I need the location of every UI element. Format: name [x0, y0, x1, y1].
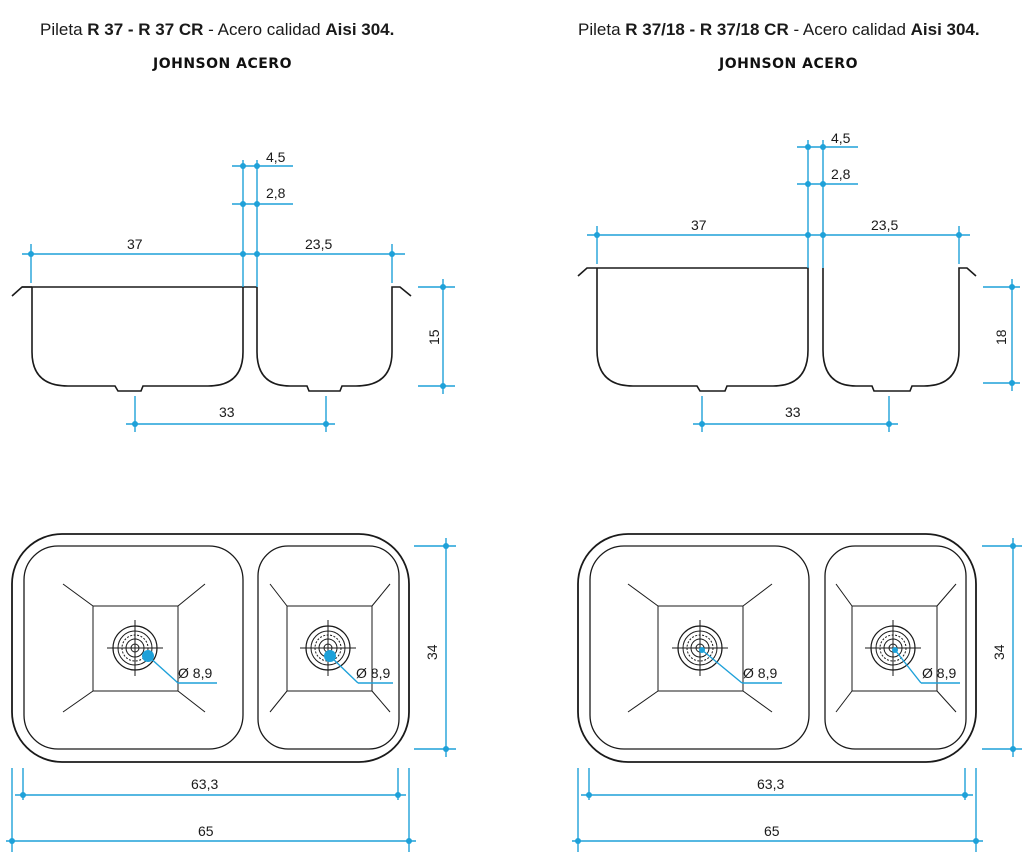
left-dim-drain-d1: Ø 8,9 — [178, 665, 212, 681]
left-dim-big-bowl: 37 — [127, 236, 143, 252]
left-dim-small-bowl: 23,5 — [305, 236, 332, 252]
right-dim-drain-d2: Ø 8,9 — [922, 665, 956, 681]
left-title-model: R 37 - R 37 CR — [87, 20, 204, 39]
right-dim-outer-width: 65 — [764, 823, 780, 839]
left-dim-outer-width: 65 — [198, 823, 214, 839]
right-section-dims: 4,5 2,8 37 23,5 18 33 — [587, 130, 1020, 432]
right-dim-drain-spacing: 33 — [785, 404, 801, 420]
left-dim-drain-spacing: 33 — [219, 404, 235, 420]
right-dim-inner-width: 63,3 — [757, 776, 784, 792]
left-dim-divider: 2,8 — [266, 185, 286, 201]
right-brand: JOHNSON ACERO — [719, 56, 858, 72]
right-dim-drain-d1: Ø 8,9 — [743, 665, 777, 681]
right-title-model: R 37/18 - R 37/18 CR — [625, 20, 789, 39]
right-title-mid: - Acero calidad — [788, 20, 911, 39]
left-title-mid: - Acero calidad — [203, 20, 326, 39]
left-section-dims: 4,5 2,8 37 23,5 15 33 — [22, 149, 455, 432]
left-title: Pileta R 37 - R 37 CR - Acero calidad Ai… — [40, 20, 394, 40]
left-dim-top-gap: 4,5 — [266, 149, 286, 165]
left-section-view — [11, 286, 412, 392]
left-dim-height: 34 — [424, 644, 440, 660]
right-plan-view — [577, 533, 977, 763]
right-plan-dims: Ø 8,9 Ø 8,9 34 63,3 65 — [572, 538, 1022, 852]
left-brand: JOHNSON ACERO — [153, 56, 292, 72]
right-dim-top-gap: 4,5 — [831, 130, 851, 146]
right-dim-divider: 2,8 — [831, 166, 851, 182]
right-section-view — [577, 267, 977, 392]
left-plan-dims: Ø 8,9 Ø 8,9 34 63,3 65 — [6, 538, 456, 852]
right-title: Pileta R 37/18 - R 37/18 CR - Acero cali… — [578, 20, 980, 40]
right-dim-height: 34 — [991, 644, 1007, 660]
left-dim-drain-d2: Ø 8,9 — [356, 665, 390, 681]
left-dim-depth: 15 — [426, 329, 442, 345]
left-plan-view — [11, 533, 410, 763]
right-title-steel: Aisi 304. — [910, 20, 980, 39]
left-dim-inner-width: 63,3 — [191, 776, 218, 792]
left-title-steel: Aisi 304. — [325, 20, 395, 39]
right-section-outline — [577, 267, 977, 392]
right-title-pre: Pileta — [578, 20, 626, 39]
left-section-outline — [11, 286, 412, 392]
right-dim-big-bowl: 37 — [691, 217, 707, 233]
right-dim-small-bowl: 23,5 — [871, 217, 898, 233]
right-dim-depth: 18 — [993, 329, 1009, 345]
left-title-pre: Pileta — [40, 20, 88, 39]
